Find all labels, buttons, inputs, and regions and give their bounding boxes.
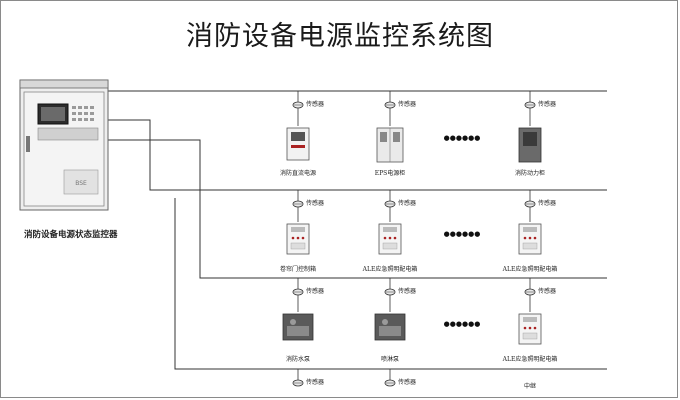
- device-1-2: [376, 127, 404, 163]
- sensor-label: 传感器: [398, 288, 417, 295]
- device-3-3: [518, 313, 542, 345]
- device-label: ALE应急照明配电箱: [502, 266, 558, 273]
- bus-line-3: [106, 139, 607, 279]
- door-handle: [26, 136, 30, 152]
- sensor-label: 传感器: [306, 288, 325, 295]
- sensor-3-2: [384, 278, 396, 312]
- device-label: 卷帘门控制箱: [279, 266, 317, 273]
- device-1-1: [286, 127, 310, 161]
- sensor-3-3: [524, 278, 536, 312]
- device-2-3: [518, 223, 542, 255]
- bus-line-4: [174, 198, 607, 370]
- sensor-1-1: [292, 91, 304, 126]
- bus-lines: [106, 90, 607, 370]
- sensor-label: 传感器: [398, 200, 417, 207]
- device-label: EPS电源柜: [374, 170, 406, 177]
- controller-label: 消防设备电源状态监控器: [24, 230, 118, 240]
- device-group: [282, 127, 542, 345]
- ellipsis-group: ●●●●●● ●●●●●● ●●●●●●: [444, 134, 481, 328]
- sensor-label: 传感器: [306, 200, 325, 207]
- device-2-2: [378, 223, 402, 255]
- bus-line-2: [106, 119, 607, 191]
- sensor-2-2: [384, 190, 396, 222]
- device-3-1: [282, 313, 314, 341]
- sensor-label: 传感器: [538, 101, 557, 108]
- ellipsis-dots: ●●●●●●: [444, 320, 481, 328]
- ellipsis-dots: ●●●●●●: [444, 134, 481, 142]
- device-label: 消防动力柜: [514, 170, 546, 177]
- vent-plate: [63, 169, 99, 195]
- sensor-group: [292, 91, 536, 387]
- device-label: ALE应急照明配电箱: [362, 266, 418, 273]
- sensor-1-2: [384, 91, 396, 126]
- device-3-2: [374, 313, 406, 341]
- sensor-label: 传感器: [306, 379, 325, 386]
- sensor-label: 传感器: [538, 200, 557, 207]
- sensor-label: 传感器: [398, 379, 417, 386]
- panel-lower: [37, 127, 99, 141]
- sensor-label: 传感器: [306, 101, 325, 108]
- device-label: 消防直流电源: [279, 170, 317, 177]
- panel-mark: BSE: [75, 180, 87, 187]
- device-1-3: [518, 127, 542, 163]
- sensor-4-2: [384, 369, 396, 387]
- device-label: ALE应急照明配电箱: [502, 356, 558, 363]
- sensor-label: 传感器: [398, 101, 417, 108]
- device-2-1: [286, 223, 310, 255]
- sensor-3-1: [292, 278, 304, 312]
- controller-cabinet: BSE: [19, 79, 109, 211]
- panel-keypad: [72, 106, 94, 121]
- panel-screen: [41, 107, 65, 121]
- device-label: 喷淋泵: [380, 356, 400, 363]
- cabinet-top: [19, 79, 109, 89]
- sensor-4-1: [292, 369, 304, 387]
- device-label: 消防水泵: [285, 356, 311, 363]
- diagram-title: 消防设备电源监控系统图: [186, 21, 494, 52]
- ellipsis-dots: ●●●●●●: [444, 230, 481, 238]
- device-label: 中继: [523, 383, 537, 390]
- sensor-1-3: [524, 91, 536, 126]
- sensor-2-1: [292, 190, 304, 222]
- sensor-2-3: [524, 190, 536, 222]
- sensor-label: 传感器: [538, 288, 557, 295]
